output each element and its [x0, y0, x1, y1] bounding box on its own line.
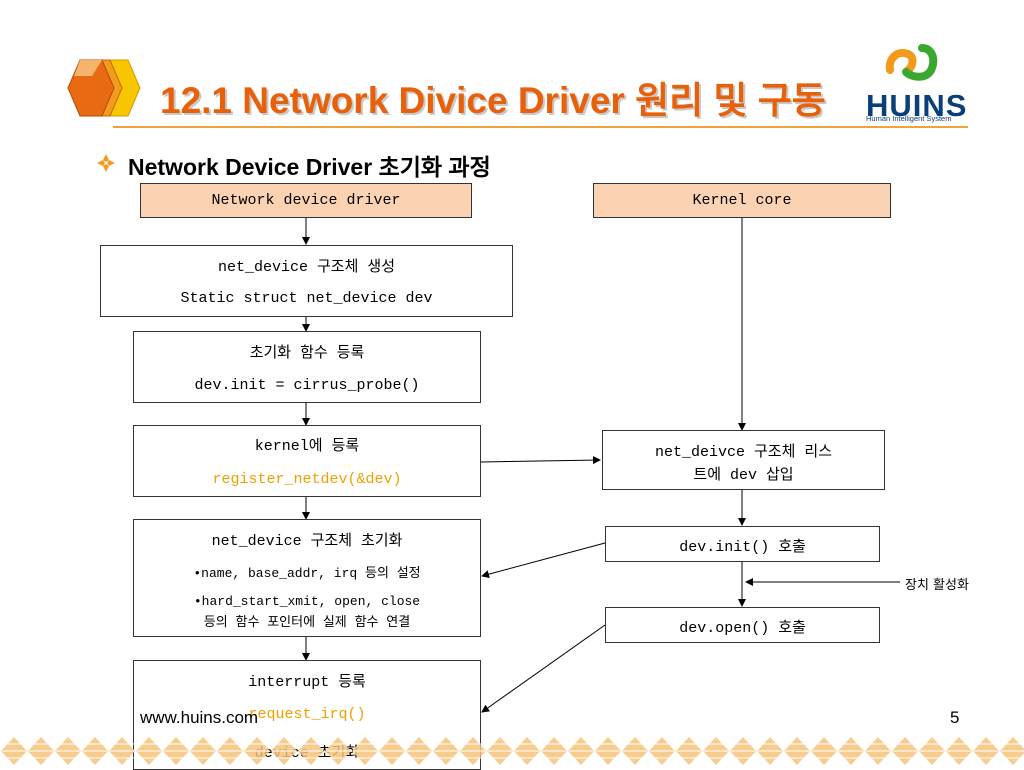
arrow-kernel3-to-step5	[481, 624, 606, 713]
arrow-kernel2-to-step4	[481, 542, 606, 579]
step4-bullet2-line2: 등의 함수 포인터에 실제 함수 연결	[203, 615, 411, 630]
step1-detail: Static struct net_device dev	[180, 290, 433, 307]
kernel-list-line1: net_deivce 구조체 리스	[654, 444, 833, 461]
step3-box: kernel에 등록 register_netdev(&dev)	[133, 425, 481, 497]
device-activation-label: 장치 활성화	[905, 578, 969, 593]
step4-bullet1: •name, base_addr, irq 등의 설정	[193, 566, 421, 581]
huins-logo-tagline: Human Intelligent System	[866, 114, 952, 123]
step5-detail: request_irq()	[248, 706, 366, 723]
dev-init-label: dev.init() 호출	[679, 539, 806, 556]
step1-box: net_device 구조체 생성 Static struct net_devi…	[100, 245, 513, 317]
kernel-list-box: net_deivce 구조체 리스 트에 dev 삽입	[602, 430, 885, 490]
diamond-bullet-icon	[97, 154, 115, 172]
step4-bullet2-line1: •hard_start_xmit, open, close	[193, 594, 421, 609]
page-number: 5	[950, 708, 960, 727]
step3-detail: register_netdev(&dev)	[212, 471, 402, 488]
step2-detail: dev.init = cirrus_probe()	[194, 377, 420, 394]
step1-title: net_device 구조체 생성	[217, 259, 396, 276]
footer-diamond-band	[1, 737, 1024, 765]
title-divider	[113, 126, 968, 128]
step2-title: 초기화 함수 등록	[249, 345, 365, 362]
step2-box: 초기화 함수 등록 dev.init = cirrus_probe()	[133, 331, 481, 403]
slide-title: 12.1 Network Divice Driver 원리 및 구동	[160, 80, 826, 121]
driver-header-box: Network device driver	[140, 183, 472, 218]
kernel-header-box: Kernel core	[593, 183, 891, 218]
huins-logo-icon	[885, 44, 938, 81]
title-hexagon-icon	[67, 59, 141, 117]
driver-header-label: Network device driver	[211, 192, 401, 209]
dev-open-box: dev.open() 호출	[605, 607, 880, 643]
dev-init-box: dev.init() 호출	[605, 526, 880, 562]
step5-title: interrupt 등록	[248, 674, 366, 691]
step3-title: kernel에 등록	[254, 438, 360, 455]
dev-open-label: dev.open() 호출	[679, 620, 806, 637]
huins-logo-text: HUINS	[866, 88, 968, 123]
kernel-header-label: Kernel core	[692, 192, 792, 209]
arrow-step3-to-kernel1	[480, 456, 601, 465]
step4-title: net_device 구조체 초기화	[211, 533, 403, 550]
step4-box: net_device 구조체 초기화 •name, base_addr, irq…	[133, 519, 481, 637]
kernel-list-line2: 트에 dev 삽입	[693, 467, 794, 484]
footer-url: www.huins.com	[140, 708, 259, 727]
slide-subtitle: Network Device Driver 초기화 과정	[128, 154, 491, 180]
